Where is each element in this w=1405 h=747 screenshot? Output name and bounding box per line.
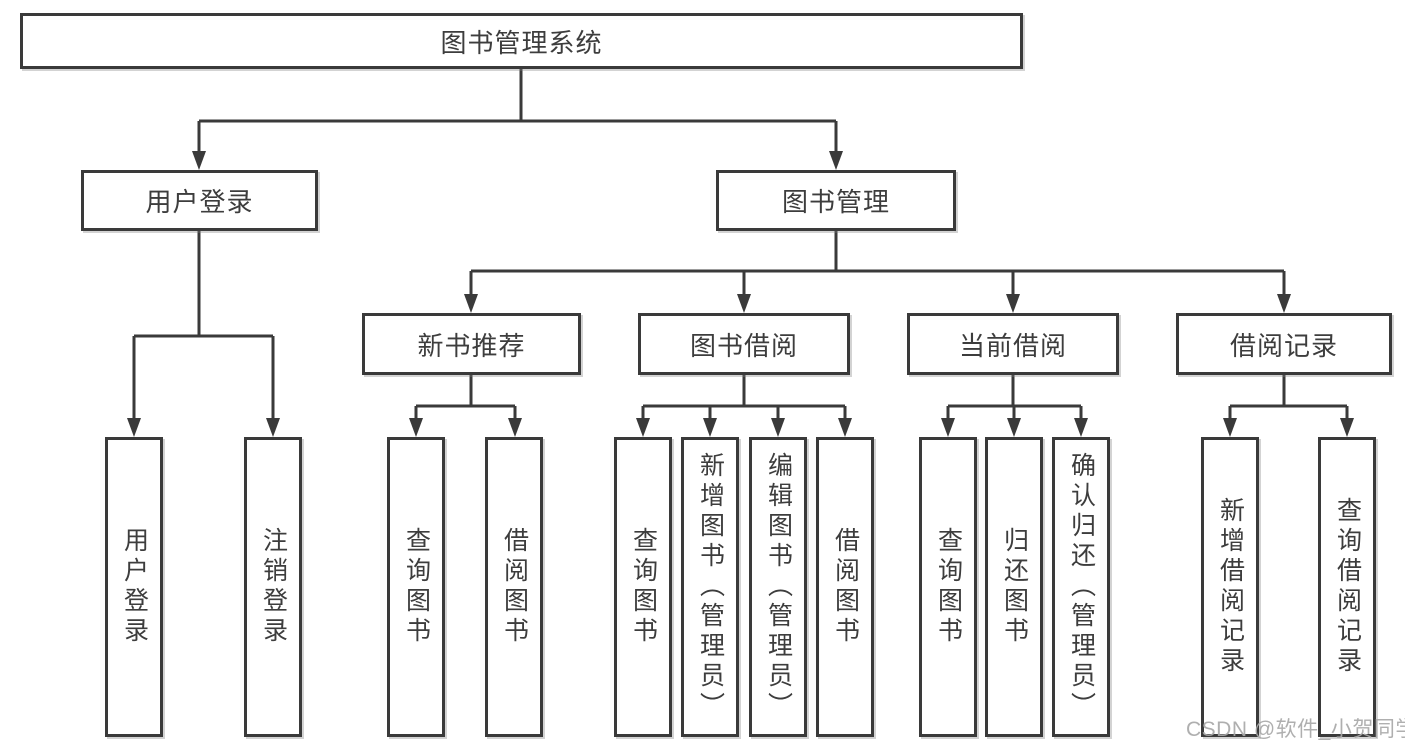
leaf-query-book-1-label: 查询图书 [402,527,431,647]
leaf-logout: 注销登录 [244,437,302,737]
leaf-borrow-book-2-label: 借阅图书 [831,527,860,647]
leaf-query-book-1: 查询图书 [387,437,445,737]
leaf-query-book-2: 查询图书 [614,437,672,737]
leaf-return-book-label: 归还图书 [1000,527,1029,647]
node-book-mgmt: 图书管理 [716,170,956,231]
node-current-borrow-label: 当前借阅 [958,330,1067,361]
leaf-add-borrow-record: 新增借阅记录 [1201,437,1259,737]
leaf-borrow-book-1-label: 借阅图书 [500,527,529,647]
node-root-label: 图书管理系统 [440,27,603,58]
leaf-add-book-admin: 新增图书（管理员） [681,437,739,737]
leaf-user-login: 用户登录 [105,437,163,737]
leaf-return-book: 归还图书 [985,437,1043,737]
node-borrow-records-label: 借阅记录 [1229,330,1338,361]
node-book-borrow: 图书借阅 [638,313,850,375]
leaf-query-borrow-record-label: 查询借阅记录 [1333,497,1362,677]
leaf-user-login-label: 用户登录 [120,527,149,647]
csdn-watermark: CSDN @软件_小贺同学 [1186,718,1405,741]
node-current-borrow: 当前借阅 [907,313,1119,375]
leaf-query-book-3-label: 查询图书 [934,527,963,647]
leaf-edit-book-admin: 编辑图书（管理员） [749,437,807,737]
node-root: 图书管理系统 [20,13,1023,69]
leaf-borrow-book-1: 借阅图书 [485,437,543,737]
leaf-edit-book-admin-label: 编辑图书（管理员） [764,452,793,722]
node-user-login-label: 用户登录 [145,187,254,217]
node-book-borrow-label: 图书借阅 [689,330,798,361]
node-borrow-records: 借阅记录 [1176,313,1392,375]
connector-arrows [127,151,1354,437]
node-new-book-rec: 新书推荐 [362,313,581,375]
node-new-book-rec-label: 新书推荐 [417,330,526,361]
leaf-confirm-return-admin-label: 确认归还（管理员） [1067,452,1096,722]
leaf-confirm-return-admin: 确认归还（管理员） [1052,437,1110,737]
connector-segments [132,69,1349,420]
node-user-login: 用户登录 [81,170,318,231]
node-book-mgmt-label: 图书管理 [781,187,890,217]
leaf-add-book-admin-label: 新增图书（管理员） [696,452,725,722]
leaf-query-borrow-record: 查询借阅记录 [1318,437,1376,737]
leaf-query-book-3: 查询图书 [919,437,977,737]
leaf-query-book-2-label: 查询图书 [629,527,658,647]
leaf-borrow-book-2: 借阅图书 [816,437,874,737]
leaf-logout-label: 注销登录 [259,527,288,647]
leaf-add-borrow-record-label: 新增借阅记录 [1216,497,1245,677]
